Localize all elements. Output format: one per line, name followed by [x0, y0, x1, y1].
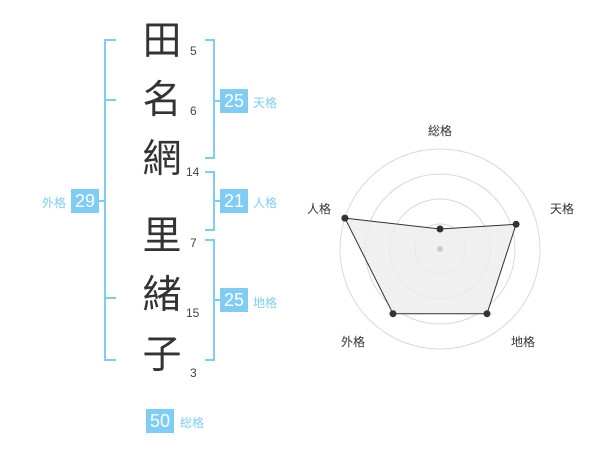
ten-bracket	[205, 39, 215, 159]
radar-point-chi	[483, 310, 491, 318]
stroke-count-5: 15	[186, 306, 200, 320]
stroke-count-3: 14	[186, 165, 200, 179]
radar-point-ten	[512, 220, 520, 228]
stroke-count-4: 7	[190, 236, 197, 250]
chi-kaku-label: 地格	[253, 296, 278, 310]
so-kaku-label: 総格	[180, 416, 205, 430]
name-char-4: 里	[142, 214, 182, 259]
radar-center-point	[437, 246, 443, 252]
so-kaku-badge: 50	[146, 409, 174, 433]
jin-kaku-label: 人格	[253, 196, 278, 210]
radar-polygon	[344, 217, 517, 315]
radar-label-ten: 天格	[550, 202, 575, 216]
name-char-2: 名	[142, 78, 182, 123]
name-char-5: 緒	[142, 273, 182, 318]
stroke-count-6: 3	[190, 366, 197, 380]
name-char-1: 田	[142, 19, 182, 64]
radar-label-gai: 外格	[341, 335, 366, 349]
gai-kaku-label: 外格	[42, 196, 67, 210]
radar-label-jin: 人格	[307, 202, 332, 216]
radar-label-chi: 地格	[511, 335, 536, 349]
kaku-brackets	[99, 39, 220, 361]
jin-kaku-badge: 21	[220, 189, 248, 213]
jin-bracket	[205, 171, 215, 231]
name-char-6: 子	[142, 333, 182, 378]
radar-ring	[339, 148, 541, 350]
chi-kaku-badge: 25	[220, 288, 248, 312]
ten-kaku-badge: 25	[220, 89, 248, 113]
radar-point-so	[436, 225, 444, 233]
stroke-count-1: 5	[190, 44, 197, 58]
radar-label-so: 総格	[427, 124, 453, 138]
radar-point-gai	[389, 310, 397, 318]
radar-point-jin	[341, 214, 349, 222]
stroke-count-2: 6	[190, 104, 197, 118]
radar-chart	[339, 148, 541, 350]
name-char-3: 網	[142, 137, 182, 182]
chi-bracket	[205, 239, 215, 361]
gai-bracket	[104, 39, 116, 361]
gai-kaku-badge: 29	[71, 189, 99, 213]
ten-kaku-label: 天格	[253, 96, 278, 110]
